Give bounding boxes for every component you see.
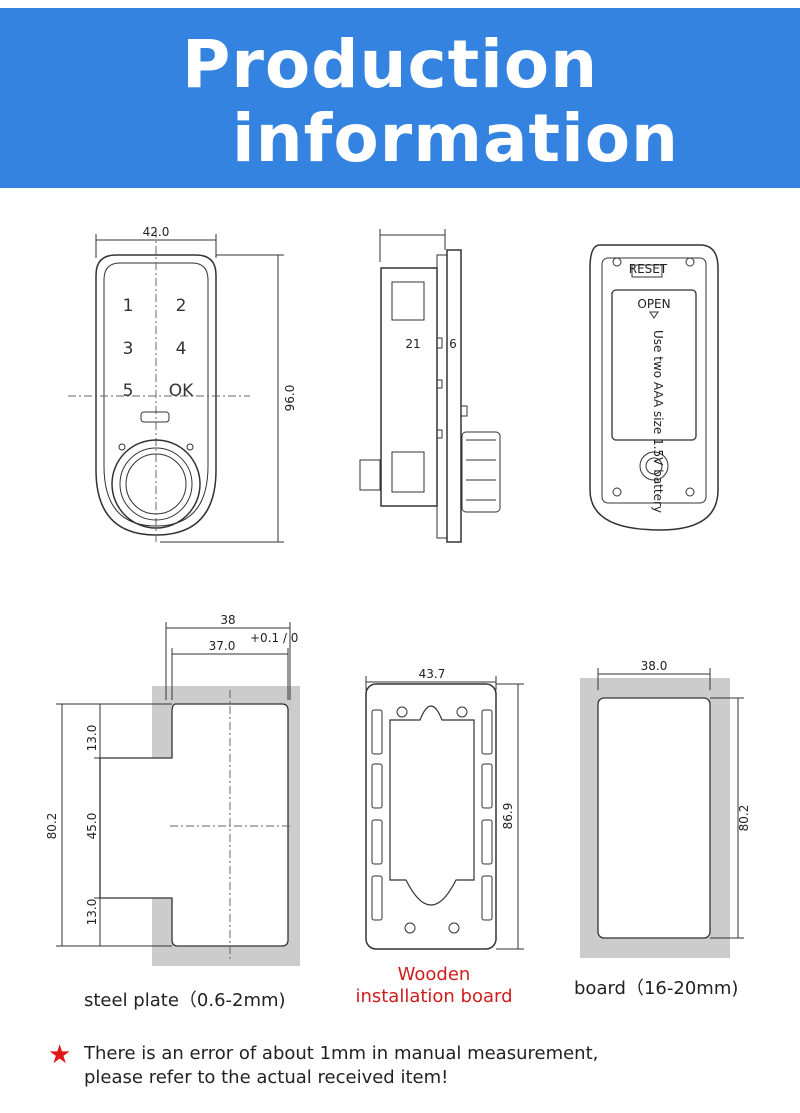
note-line-2: please refer to the actual received item… xyxy=(84,1067,449,1088)
reset-label: RESET xyxy=(629,262,668,276)
title-line-2: information xyxy=(232,100,680,177)
star-icon: ★ xyxy=(48,1040,72,1070)
key-2-label: 2 xyxy=(176,296,187,316)
lock-front-view xyxy=(68,230,284,545)
steel-plate-caption: steel plate（0.6-2mm) xyxy=(84,990,286,1011)
open-label: OPEN xyxy=(637,297,670,311)
wood-board-caption: Wooden installation board xyxy=(336,964,532,1008)
steel-inner-width: 37.0 xyxy=(209,639,236,653)
wood-caption-line-2: installation board xyxy=(355,986,513,1007)
battery-label: Use two AAA size 1.5V battery xyxy=(651,330,665,513)
wooden-board-drawing xyxy=(365,676,524,950)
front-width-dimension: 42.0 xyxy=(143,225,170,239)
key-4-label: 4 xyxy=(176,339,187,359)
steel-outer-width: 38 xyxy=(220,613,235,627)
key-1-label: 1 xyxy=(123,296,134,316)
key-5-label: 5 xyxy=(123,381,134,401)
lock-side-view xyxy=(359,229,501,543)
key-ok-label: OK xyxy=(169,381,194,401)
wood-caption-line-1: Wooden xyxy=(397,964,471,985)
steel-seg-bot: 13.0 xyxy=(85,899,99,926)
board-height: 80.2 xyxy=(737,805,751,832)
steel-seg-mid: 45.0 xyxy=(85,813,99,840)
key-3-label: 3 xyxy=(123,339,134,359)
board-width: 38.0 xyxy=(641,659,668,673)
wood-width: 43.7 xyxy=(419,667,446,681)
side-label-a: 21 xyxy=(405,337,420,351)
lock-back-view xyxy=(589,244,719,531)
steel-total-height: 80.2 xyxy=(45,813,59,840)
board-drawing xyxy=(580,668,744,958)
measurement-note: There is an error of about 1mm in manual… xyxy=(84,1042,598,1090)
wood-height: 86.9 xyxy=(501,803,515,830)
title-line-1: Production xyxy=(182,26,599,103)
steel-plate-drawing xyxy=(56,622,300,966)
steel-seg-top: 13.0 xyxy=(85,725,99,752)
side-label-b: 6 xyxy=(449,337,457,351)
note-line-1: There is an error of about 1mm in manual… xyxy=(84,1043,599,1064)
steel-inner-tolerance: +0.1 / 0 xyxy=(250,631,298,645)
board-caption: board（16-20mm) xyxy=(574,978,739,999)
front-height-dimension: 96.0 xyxy=(283,385,297,412)
title-banner: Production information xyxy=(0,8,800,188)
